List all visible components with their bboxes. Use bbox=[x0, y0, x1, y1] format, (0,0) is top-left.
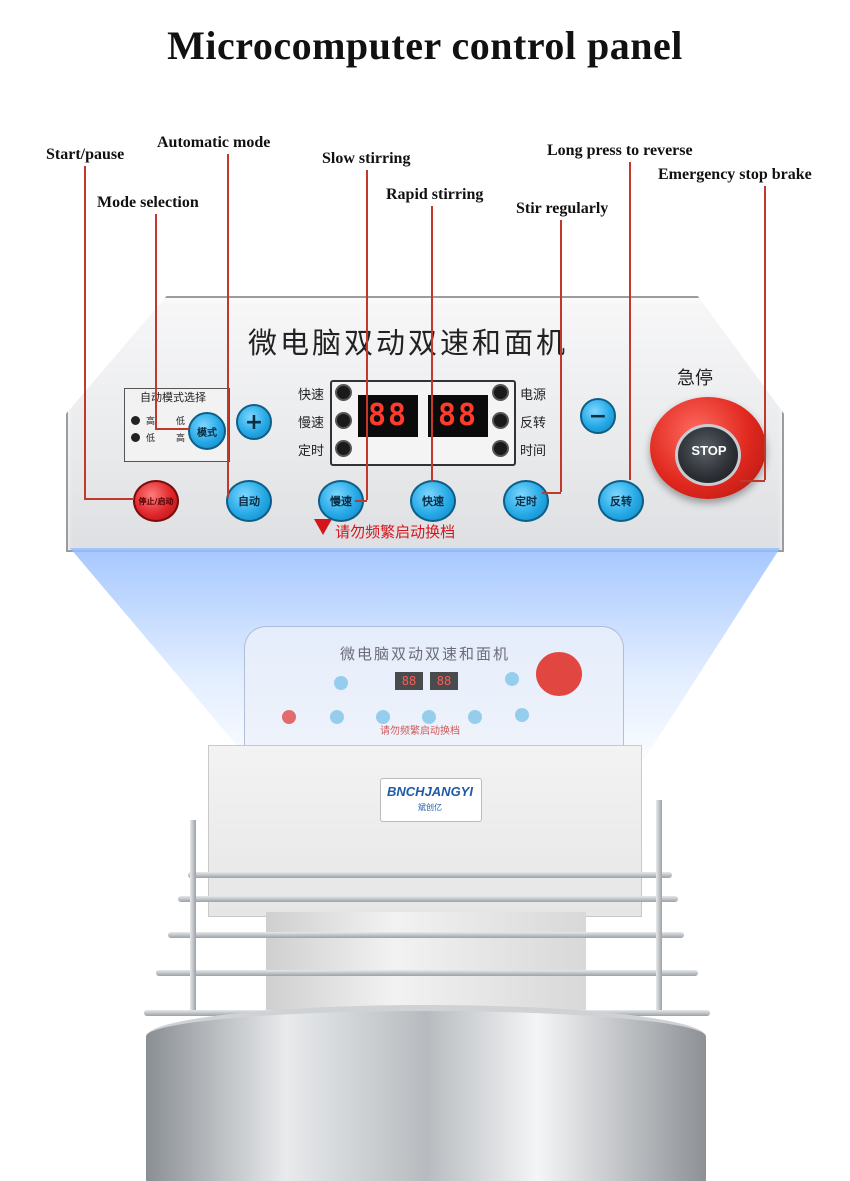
callout-rapid-stirring: Rapid stirring bbox=[386, 186, 484, 203]
mini-timer-button bbox=[468, 710, 482, 724]
label-slow: 慢速 bbox=[298, 416, 325, 431]
mode-led-high bbox=[131, 416, 140, 425]
line-auto-v bbox=[227, 154, 229, 498]
line-slow-h bbox=[355, 500, 367, 502]
guard-rail-3 bbox=[168, 932, 684, 938]
mode-box-title: 自动模式选择 bbox=[140, 391, 206, 404]
callout-automatic-mode: Automatic mode bbox=[157, 134, 271, 151]
mini-auto-button bbox=[330, 710, 344, 724]
mini-start-button bbox=[282, 710, 296, 724]
callout-long-press-reverse: Long press to reverse bbox=[547, 142, 693, 159]
mode-button[interactable]: 模式 bbox=[188, 412, 226, 450]
brand-sub: 斌创亿 bbox=[418, 803, 442, 812]
led-power bbox=[494, 386, 507, 399]
line-estop-h bbox=[740, 480, 765, 482]
line-slow-v bbox=[366, 170, 368, 500]
guard-rail-1 bbox=[188, 872, 672, 878]
page-title: Microcomputer control panel bbox=[167, 23, 683, 68]
mini-minus-button bbox=[505, 672, 519, 686]
line-estop-v bbox=[764, 186, 766, 480]
display-right: 88 bbox=[428, 395, 488, 437]
label-time: 时间 bbox=[520, 444, 547, 459]
led-time bbox=[494, 442, 507, 455]
timer-button[interactable]: 定时 bbox=[503, 480, 549, 522]
mode-label-low-right: 低 bbox=[176, 417, 186, 427]
line-reverse-v bbox=[629, 162, 631, 480]
mode-label-low: 低 bbox=[146, 434, 156, 444]
callout-emergency-stop: Emergency stop brake bbox=[658, 166, 812, 183]
mini-emergency-stop bbox=[536, 652, 582, 696]
line-timer-v bbox=[560, 220, 562, 492]
label-fast: 快速 bbox=[298, 388, 325, 403]
callout-stir-regularly: Stir regularly bbox=[516, 200, 609, 217]
line-mode-h bbox=[155, 428, 189, 430]
callout-start-pause: Start/pause bbox=[46, 146, 125, 163]
mode-label-high-right: 高 bbox=[176, 434, 186, 444]
brand-name: BNCHJANGYI bbox=[387, 784, 473, 799]
start-pause-button[interactable]: 停止/启动 bbox=[133, 480, 179, 522]
led-fast bbox=[337, 386, 350, 399]
machine-head bbox=[208, 745, 642, 917]
line-mode-v bbox=[155, 214, 157, 428]
led-slow bbox=[337, 414, 350, 427]
label-timer: 定时 bbox=[298, 444, 325, 459]
line-start-pause-v bbox=[84, 166, 86, 498]
callout-slow-stirring: Slow stirring bbox=[322, 150, 411, 167]
mode-label-high: 高 bbox=[146, 417, 156, 427]
auto-button[interactable]: 自动 bbox=[226, 480, 272, 522]
mini-slow-button bbox=[376, 710, 390, 724]
led-reverse bbox=[494, 414, 507, 427]
minus-button[interactable]: − bbox=[580, 398, 616, 434]
mode-led-low bbox=[131, 433, 140, 442]
warning-icon bbox=[314, 519, 332, 535]
mini-fast-button bbox=[422, 710, 436, 724]
mixing-bowl bbox=[146, 1005, 706, 1181]
guard-rail-4 bbox=[156, 970, 698, 976]
display-left: 88 bbox=[358, 395, 418, 437]
warning-text: 请勿频繁启动换档 bbox=[316, 521, 455, 542]
panel-title: 微电脑双动双速和面机 bbox=[248, 326, 569, 360]
callout-mode-selection: Mode selection bbox=[97, 194, 199, 211]
label-power: 电源 bbox=[520, 388, 547, 403]
stop-text: STOP bbox=[691, 443, 727, 458]
mini-plus-button bbox=[334, 676, 348, 690]
stop-icon bbox=[675, 424, 741, 486]
mini-warning-text: 请勿频繁启动换档 bbox=[380, 726, 460, 737]
mini-panel-title: 微电脑双动双速和面机 bbox=[340, 645, 511, 663]
led-timer bbox=[337, 442, 350, 455]
label-reverse: 反转 bbox=[520, 416, 547, 431]
reverse-button[interactable]: 反转 bbox=[598, 480, 644, 522]
guard-post-left bbox=[190, 820, 196, 1010]
line-fast-v bbox=[431, 206, 433, 482]
line-start-pause-h bbox=[84, 498, 134, 500]
estop-label: 急停 bbox=[677, 368, 713, 389]
brand-logo bbox=[380, 778, 482, 822]
guard-post-right bbox=[656, 800, 662, 1010]
mini-display-right: 88 bbox=[430, 672, 458, 690]
guard-rail-2 bbox=[178, 896, 678, 902]
warning-text-value: 请勿频繁启动换档 bbox=[335, 523, 456, 541]
line-timer-h bbox=[542, 492, 561, 494]
plus-button[interactable]: + bbox=[236, 404, 272, 440]
mini-reverse-button bbox=[515, 708, 529, 722]
fast-button[interactable]: 快速 bbox=[410, 480, 456, 522]
mini-display-left: 88 bbox=[395, 672, 423, 690]
machine-column bbox=[266, 912, 586, 1012]
